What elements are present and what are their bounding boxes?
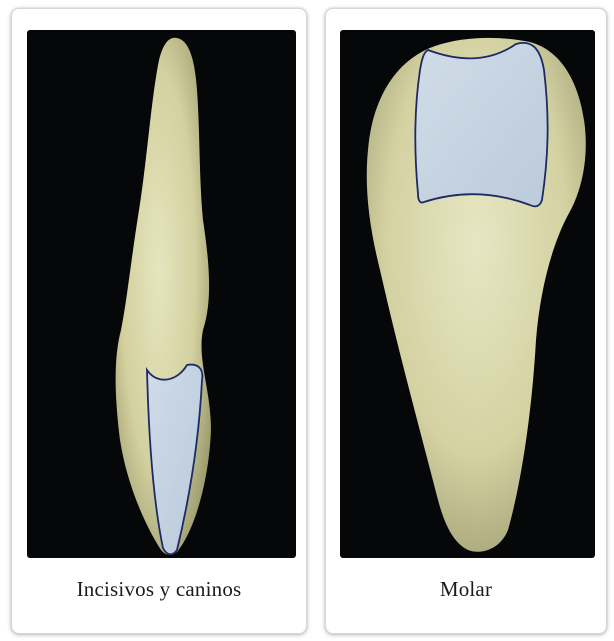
panel-incisor-canine: Incisivos y caninos xyxy=(11,8,307,634)
molar-image xyxy=(340,30,595,558)
molar-tooth-illustration xyxy=(340,30,595,558)
incisor-canine-image xyxy=(27,30,296,558)
molar-pulp-chamber xyxy=(415,43,547,207)
caption-incisor-canine: Incisivos y caninos xyxy=(12,577,306,602)
panel-molar: Molar xyxy=(325,8,607,634)
incisor-tooth-illustration xyxy=(27,30,296,558)
caption-molar: Molar xyxy=(326,577,606,602)
